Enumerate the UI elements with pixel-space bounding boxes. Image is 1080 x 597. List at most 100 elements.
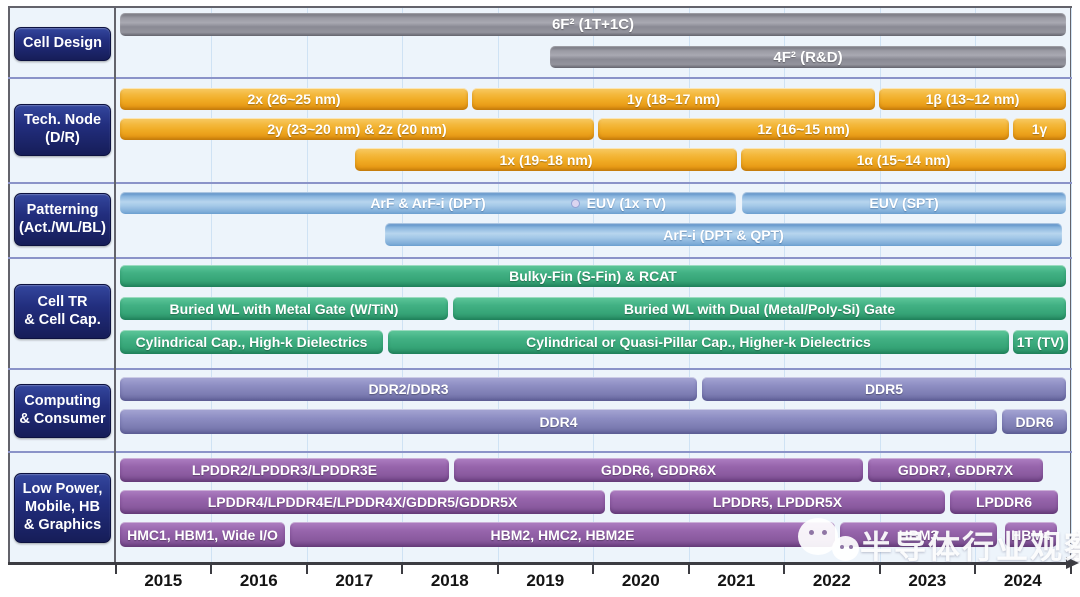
bar-ddr2-ddr3: DDR2/DDR3 <box>120 377 697 401</box>
bar-label: EUV (1x TV) <box>586 195 666 211</box>
bar-6f-1t-1c: 6F² (1T+1C) <box>120 13 1066 36</box>
bar-hbm3: HBM3 <box>840 522 997 547</box>
bar-hbm4: HBM4 <box>1005 522 1057 547</box>
bar-ddr4: DDR4 <box>120 409 997 434</box>
bar-euv-spt: EUV (SPT) <box>742 192 1066 214</box>
bar-bulky-fin-s-fin-rcat: Bulky-Fin (S-Fin) & RCAT <box>120 265 1066 287</box>
axis-tick <box>974 565 976 574</box>
axis-year-label: 2016 <box>239 571 278 590</box>
bar-label: LPDDR4/LPDDR4E/LPDDR4X/GDDR5/GDDR5X <box>207 494 518 510</box>
axis-tick <box>401 565 403 574</box>
axis-tick <box>783 565 785 574</box>
bar-label: 1β (13~12 nm) <box>925 91 1020 107</box>
axis-year-label: 2015 <box>144 571 183 590</box>
axis-tick <box>878 565 881 574</box>
year-gridline <box>1070 8 1072 563</box>
axis-arrow-icon <box>1066 557 1079 569</box>
bar-lpddr4-lpddr4e-lpddr4x-gddr5-gddr5x: LPDDR4/LPDDR4E/LPDDR4X/GDDR5/GDDR5X <box>120 490 605 514</box>
bar-lpddr6: LPDDR6 <box>950 490 1058 514</box>
bar-label: GDDR7, GDDR7X <box>897 462 1014 478</box>
bar-label: DDR6 <box>1015 413 1054 430</box>
bar-label: DDR5 <box>864 381 904 397</box>
bar-1x-19-18-nm: 1x (19~18 nm) <box>355 148 737 171</box>
bar-label: EUV (SPT) <box>869 195 939 211</box>
axis-year-label: 2022 <box>812 571 851 590</box>
bar-label: Cylindrical Cap., High-k Dielectrics <box>135 334 368 350</box>
bar-label: 1x (19~18 nm) <box>499 151 593 168</box>
bar-label: 1T (TV) <box>1016 334 1065 350</box>
bar-1t-tv: 1T (TV) <box>1013 330 1068 354</box>
bar-ddr6: DDR6 <box>1002 409 1067 434</box>
bar-buried-wl-with-metal-gate-w-tin: Buried WL with Metal Gate (W/TiN) <box>120 297 448 320</box>
bar-cylindrical-cap-high-k-dielectrics: Cylindrical Cap., High-k Dielectrics <box>120 330 383 354</box>
time-axis-line <box>8 562 1070 565</box>
bar-4f-r-d: 4F² (R&D) <box>550 46 1066 68</box>
bar-1z-16-15-nm: 1z (16~15 nm) <box>598 118 1009 140</box>
section-divider <box>8 257 1072 259</box>
bar-label: HBM4 <box>1011 526 1051 543</box>
bar-label: GDDR6, GDDR6X <box>600 462 717 478</box>
axis-tick <box>496 565 499 574</box>
axis-year-label: 2020 <box>621 571 660 590</box>
axis-year-label: 2021 <box>717 571 756 590</box>
bar-label: 2x (26~25 nm) <box>247 91 341 107</box>
bar-label: 2y (23~20 nm) & 2z (20 nm) <box>267 121 447 137</box>
section-divider <box>8 451 1072 453</box>
bar-label: DDR2/DDR3 <box>368 381 449 397</box>
section-divider <box>8 182 1072 184</box>
bar-ddr5: DDR5 <box>702 377 1066 401</box>
bar-label: HBM3 <box>898 526 939 543</box>
bar-label: 6F² (1T+1C) <box>551 16 635 33</box>
bar-label: LPDDR2/LPDDR3/LPDDR3E <box>191 462 378 478</box>
bar-arf-i-dpt-qpt: ArF-i (DPT & QPT) <box>385 223 1062 246</box>
bar-label: 1y (18~17 nm) <box>627 91 720 107</box>
bar-2y-23-20-nm-2z-20-nm: 2y (23~20 nm) & 2z (20 nm) <box>120 118 594 140</box>
bar-label: 1γ <box>1031 121 1048 137</box>
bar-label: 4F² (R&D) <box>773 48 843 66</box>
section-label-tech-node: Tech. Node (D/R) <box>14 104 111 156</box>
bar-lpddr5-lpddr5x: LPDDR5, LPDDR5X <box>610 490 945 514</box>
axis-year-label: 2017 <box>335 571 374 590</box>
axis-tick <box>114 565 117 574</box>
section-label-low-power: Low Power, Mobile, HB & Graphics <box>14 473 111 543</box>
bar-label: HBM2, HMC2, HBM2E <box>490 526 635 543</box>
bar-lpddr2-lpddr3-lpddr3e: LPDDR2/LPDDR3/LPDDR3E <box>120 458 449 482</box>
section-divider <box>8 77 1072 79</box>
axis-tick <box>687 565 690 574</box>
bar-label: ArF & ArF-i (DPT) <box>370 195 486 211</box>
axis-year-label: 2024 <box>1003 571 1042 590</box>
bar-label: Buried WL with Dual (Metal/Poly-Si) Gate <box>623 300 896 317</box>
bar-cylindrical-or-quasi-pillar-cap-higher-k-dielectrics: Cylindrical or Quasi-Pillar Cap., Higher… <box>388 330 1009 354</box>
section-label-computing: Computing & Consumer <box>14 384 111 438</box>
bar-label: LPDDR5, LPDDR5X <box>712 494 843 510</box>
section-divider <box>8 368 1072 370</box>
bar-buried-wl-with-dual-metal-poly-si-gate: Buried WL with Dual (Metal/Poly-Si) Gate <box>453 297 1066 320</box>
axis-tick <box>305 565 308 574</box>
section-label-cell-tr: Cell TR & Cell Cap. <box>14 284 111 339</box>
bar-label: LPDDR6 <box>975 494 1032 510</box>
bar-label: DDR4 <box>539 413 578 430</box>
bar-label: 1z (16~15 nm) <box>757 121 850 137</box>
axis-year-label: 2018 <box>430 571 469 590</box>
bar-arf-arf-i-dpt: ArF & ArF-i (DPT) EUV (1x TV) <box>120 192 736 214</box>
bar-label: HMC1, HBM1, Wide I/O <box>127 526 278 543</box>
bar-1-13-12-nm: 1β (13~12 nm) <box>879 88 1066 110</box>
axis-tick <box>592 565 594 574</box>
axis-tick <box>1069 565 1072 574</box>
axis-tick <box>210 565 212 574</box>
bar-gddr6-gddr6x: GDDR6, GDDR6X <box>454 458 863 482</box>
euv-dot-icon <box>570 198 580 208</box>
section-label-cell-design: Cell Design <box>14 27 111 61</box>
section-label-patterning: Patterning (Act./WL/BL) <box>14 193 111 246</box>
label-column-divider <box>114 6 116 565</box>
bar-label: Bulky-Fin (S-Fin) & RCAT <box>509 268 677 284</box>
bar-label: ArF-i (DPT & QPT) <box>663 226 784 243</box>
bar-gddr7-gddr7x: GDDR7, GDDR7X <box>868 458 1043 482</box>
bar-hmc1-hbm1-wide-i-o: HMC1, HBM1, Wide I/O <box>120 522 285 547</box>
bar-1-15-14-nm: 1α (15~14 nm) <box>741 148 1066 171</box>
axis-year-label: 2019 <box>526 571 565 590</box>
bar-secondary-label: EUV (1x TV) <box>570 192 666 214</box>
bar-label: Cylindrical or Quasi-Pillar Cap., Higher… <box>526 334 871 350</box>
bar-1: 1γ <box>1013 118 1066 140</box>
